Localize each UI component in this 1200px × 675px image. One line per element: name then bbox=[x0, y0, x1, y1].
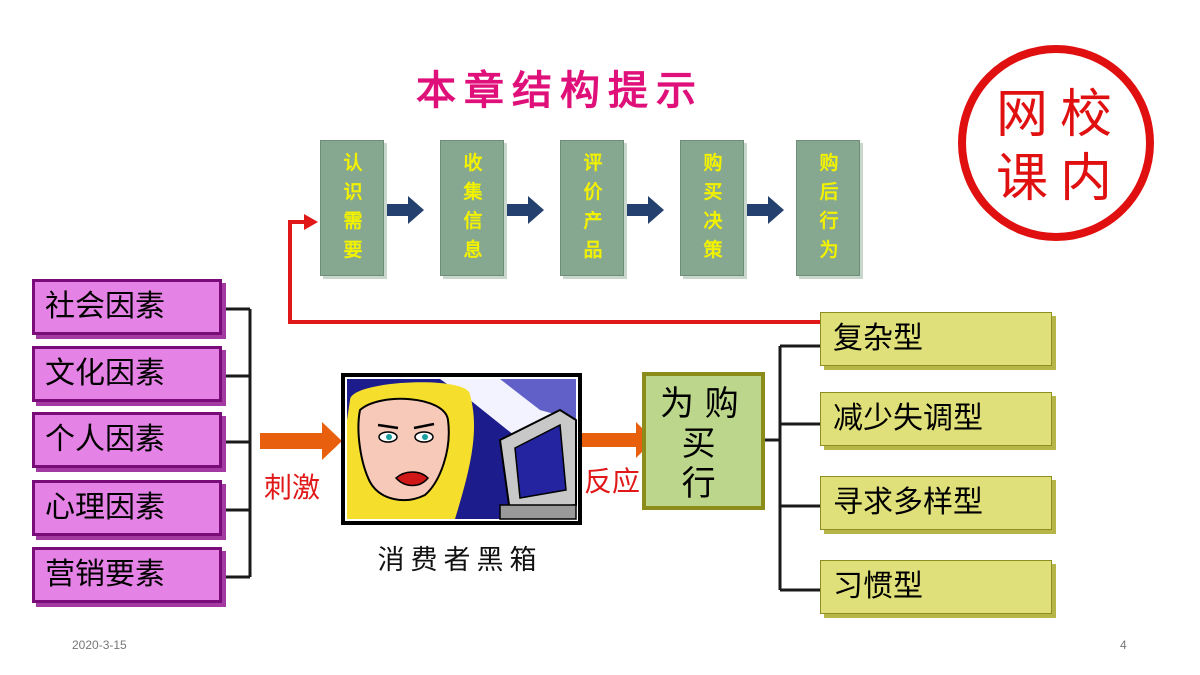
factor-label: 社会因素 bbox=[45, 289, 165, 324]
footer-date: 2020-3-15 bbox=[72, 638, 127, 652]
type-label: 寻求多样型 bbox=[833, 485, 983, 520]
factor-label: 心理因素 bbox=[45, 490, 165, 525]
stage-box: 评 价 产 品 bbox=[560, 140, 624, 276]
response-label: 反应 bbox=[584, 465, 641, 498]
factor-box: 心理因素 bbox=[32, 480, 222, 536]
stage-arrow bbox=[386, 196, 424, 224]
stage-box: 认 识 需 要 bbox=[320, 140, 384, 276]
stimulus-label: 刺激 bbox=[264, 471, 321, 504]
stamp-char: 内 bbox=[1060, 149, 1113, 209]
stamp-char: 校 bbox=[1060, 85, 1113, 145]
black-box-caption: 消费者黑箱 bbox=[377, 545, 543, 576]
stage-label: 购 买 决 策 bbox=[703, 152, 723, 261]
black-box-illustration bbox=[341, 373, 582, 525]
type-box: 习惯型 bbox=[820, 560, 1052, 614]
stimulus-arrow bbox=[260, 422, 342, 460]
feedback-line bbox=[288, 220, 820, 324]
page-number: 4 bbox=[1120, 638, 1127, 652]
feedback-arrowhead bbox=[304, 214, 318, 230]
type-box: 寻求多样型 bbox=[820, 476, 1052, 530]
buying-behavior-box: 为 购 买 行 bbox=[642, 372, 765, 510]
stage-arrow bbox=[626, 196, 664, 224]
stamp-char: 课 bbox=[996, 149, 1049, 209]
type-label: 减少失调型 bbox=[833, 401, 983, 436]
stage-box: 购 买 决 策 bbox=[680, 140, 744, 276]
stage-box: 收 集 信 息 bbox=[440, 140, 504, 276]
stage-label: 评 价 产 品 bbox=[583, 152, 603, 261]
factor-bracket bbox=[222, 307, 252, 579]
factor-box: 营销要素 bbox=[32, 547, 222, 603]
factor-label: 个人因素 bbox=[45, 422, 165, 457]
stage-box: 购 后 行 为 bbox=[796, 140, 860, 276]
factor-box: 个人因素 bbox=[32, 412, 222, 468]
type-label: 复杂型 bbox=[833, 321, 923, 356]
response-arrow bbox=[582, 422, 654, 458]
factor-box: 文化因素 bbox=[32, 346, 222, 402]
stage-label: 收 集 信 息 bbox=[463, 152, 483, 261]
factor-label: 文化因素 bbox=[45, 356, 165, 391]
stage-arrows bbox=[386, 196, 784, 224]
type-box: 复杂型 bbox=[820, 312, 1052, 366]
type-bracket bbox=[765, 344, 820, 592]
buying-behavior-label: 为 购 买 行 bbox=[660, 384, 739, 504]
factor-label: 营销要素 bbox=[45, 557, 165, 592]
stage-arrow bbox=[506, 196, 544, 224]
factor-box: 社会因素 bbox=[32, 279, 222, 335]
stage-arrow bbox=[746, 196, 784, 224]
type-label: 习惯型 bbox=[833, 569, 923, 604]
stage-label: 认 识 需 要 bbox=[343, 152, 363, 261]
stamp-char: 网 bbox=[996, 85, 1049, 145]
type-box: 减少失调型 bbox=[820, 392, 1052, 446]
stage-label: 购 后 行 为 bbox=[819, 152, 839, 261]
page-title: 本章结构提示 bbox=[416, 67, 704, 114]
stamp-seal: 网 校 课 内 bbox=[958, 45, 1154, 241]
